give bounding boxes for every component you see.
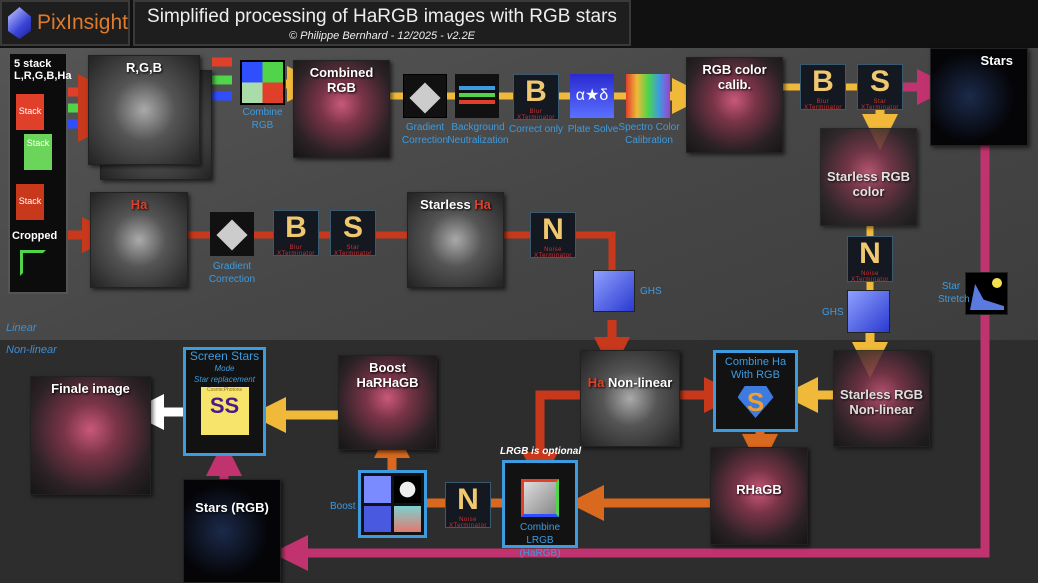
lrgb-optional-note: LRGB is optional (500, 446, 582, 457)
star-stretch-label: Star Stretch (938, 281, 970, 305)
starless-ha-image: Starless Ha (407, 192, 504, 288)
lrgb-icon (521, 479, 559, 517)
input-stacks-panel: 5 stack L,R,G,B,Ha Stack Stack Stack Cro… (8, 52, 72, 294)
final-image: Finale image (30, 376, 151, 495)
ghs-label: GHS (822, 307, 844, 318)
page-subtitle: © Philippe Bernhard - 12/2025 - v2.2E (288, 30, 476, 42)
rgb-channels-image: R,G,B (88, 55, 200, 165)
curves-icon (364, 476, 391, 503)
gradient-correction-label: Gradient Correction (401, 122, 449, 146)
ghs-label: GHS (640, 286, 662, 297)
combine-ha-rgb-box[interactable]: Combine Ha With RGB S (713, 350, 798, 432)
background-neutralization-label: Background Neutralization (447, 122, 509, 146)
plate-solve-icon[interactable]: α★δ (570, 74, 614, 118)
saturation-icon (394, 505, 421, 532)
correct-only-label: Correct only (509, 124, 563, 135)
gradient-correction-label: Gradient Correction (208, 261, 256, 285)
boost-tools-box[interactable] (358, 470, 427, 538)
star-replacement-label: Star replacement (194, 375, 255, 384)
stack-file-icon: Stack (16, 184, 44, 220)
ha-image: Ha (90, 192, 188, 288)
nonlinear-label: Non-linear (6, 344, 57, 356)
combine-lrgb-box[interactable]: Combine LRGB (HaRGB) (502, 460, 578, 559)
spectro-color-calibration-icon[interactable] (626, 74, 670, 118)
cropped-label: Cropped (12, 230, 58, 242)
combine-lrgb-label: Combine LRGB (HaRGB) (519, 522, 561, 559)
contrast-icon (394, 476, 421, 503)
screen-stars-label: Screen Stars (189, 349, 260, 363)
title-box: Simplified processing of HaRGB images wi… (133, 0, 631, 46)
spcc-label: Spectro Color Calibration (618, 122, 680, 146)
stack-file-icon: Stack (16, 94, 44, 130)
screen-stars-box[interactable]: Screen Stars Mode Star replacement Cosmi… (183, 347, 266, 456)
page-title: Simplified processing of HaRGB images wi… (147, 6, 617, 27)
logo-text: PixInsight (36, 11, 128, 34)
boost-label: Boost (330, 501, 356, 512)
starless-rgb-nonlinear-image: Starless RGB Non-linear (833, 350, 930, 447)
star-stretch-icon[interactable] (965, 272, 1008, 315)
superman-s-icon: S (737, 386, 774, 418)
rgb-color-calib-image: RGB color calib. (686, 57, 783, 153)
input-channels: L,R,G,B,Ha (14, 70, 72, 82)
pixinsight-gem-icon (8, 7, 31, 39)
input-title: 5 stack (14, 58, 52, 70)
ha-nonlinear-image: Ha Non-linear (580, 350, 680, 447)
stars-rgb-image: Stars (RGB) (183, 479, 281, 583)
rhagb-image: RHaGB (710, 447, 808, 545)
mode-label: Mode (214, 364, 235, 373)
plate-solve-label: Plate Solve (567, 124, 619, 135)
combine-rgb-label: Combine RGB (242, 107, 283, 131)
histogram-icon (364, 505, 391, 532)
crop-icon (20, 250, 46, 276)
boost-harhagb-image: Boost HaRHaGB (338, 355, 437, 450)
combined-rgb-image: Combined RGB (293, 60, 390, 158)
ghs-icon[interactable] (847, 290, 890, 333)
combine-rgb-icon[interactable] (240, 60, 285, 105)
stars-image: Stars (930, 48, 1028, 146)
gradient-correction-icon[interactable] (210, 212, 254, 256)
stack-file-icon: Stack (24, 134, 52, 170)
linear-label: Linear (6, 322, 37, 334)
gradient-correction-icon[interactable] (403, 74, 447, 118)
ghs-icon[interactable] (593, 270, 635, 312)
starless-rgb-color-image: Starless RGB color (820, 128, 917, 226)
background-neutralization-icon[interactable] (455, 74, 499, 118)
pixinsight-logo: PixInsight (0, 0, 130, 46)
combine-ha-rgb-label: Combine Ha With RGB (724, 356, 787, 381)
